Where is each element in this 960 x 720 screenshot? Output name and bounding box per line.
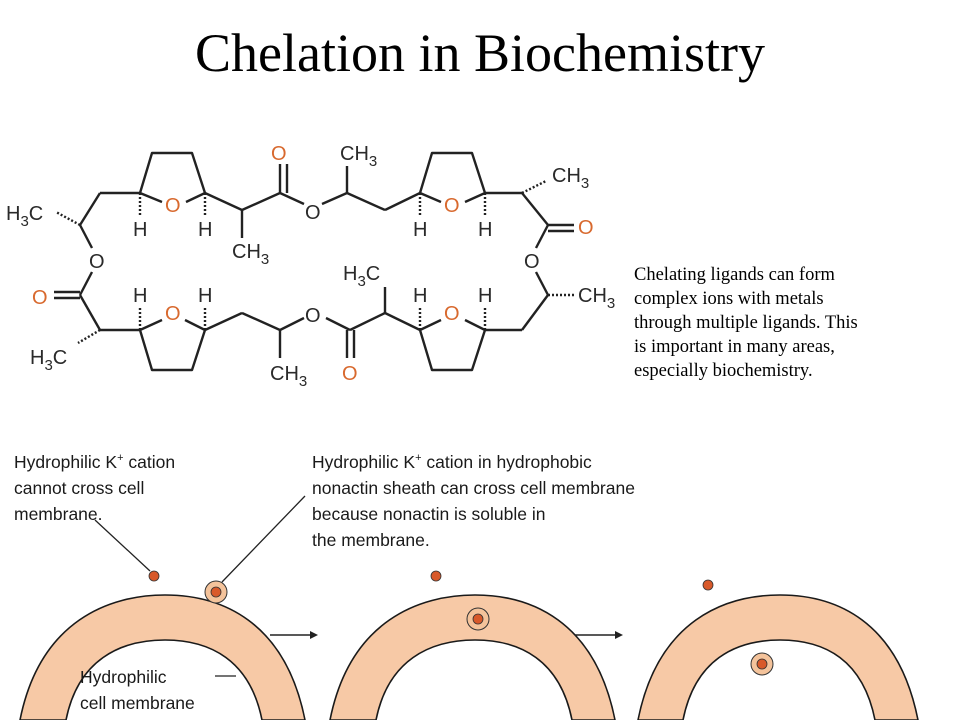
description-text: Chelating ligands can form complex ions … (634, 263, 954, 383)
methyl-group: H3C (30, 347, 67, 374)
methyl-group: CH3 (340, 143, 377, 170)
membrane-panel-3 (637, 579, 919, 720)
methyl-group: CH3 (578, 285, 615, 312)
description-line: is important in many areas, (634, 337, 835, 357)
oxygen-atom: O (165, 303, 181, 325)
methyl-group: CH3 (552, 165, 589, 192)
membrane-label: Hydrophilic cell membrane (80, 667, 195, 713)
membrane-panel-1 (19, 570, 306, 720)
potassium-cation (756, 658, 768, 670)
potassium-cation (430, 570, 442, 582)
methyl-group: CH3 (232, 241, 269, 268)
hydrogen-atom: H (413, 219, 427, 241)
process-arrows (270, 631, 623, 639)
hydrogen-atom: H (133, 219, 147, 241)
carbonyl-oxygen-atom: O (578, 217, 594, 239)
arrow-right-icon (615, 631, 623, 639)
molecule-atoms: O O O O O O O O O O O O H H H H H H H H … (6, 143, 615, 390)
ester-oxygen-atom: O (524, 251, 540, 273)
description-line: through multiple ligands. This (634, 313, 858, 333)
hydrogen-atom: H (198, 219, 212, 241)
methyl-group: H3C (343, 263, 380, 290)
molecule-bonds (54, 151, 574, 372)
caption-left: Hydrophilic K+ cation cannot cross cell … (14, 451, 176, 524)
cell-membrane (19, 594, 306, 720)
arrow-right-icon (310, 631, 318, 639)
ester-oxygen-atom: O (305, 305, 321, 327)
methyl-group: CH3 (270, 363, 307, 390)
carbonyl-oxygen-atom: O (271, 143, 287, 165)
hydrogen-atom: H (478, 219, 492, 241)
potassium-cation (210, 586, 222, 598)
oxygen-atom: O (444, 195, 460, 217)
cell-membrane (637, 594, 919, 720)
hydrogen-atom: H (133, 285, 147, 307)
membrane-panel-2 (329, 570, 616, 720)
potassium-cation (702, 579, 714, 591)
description-line: Chelating ligands can form (634, 265, 835, 285)
cell-membrane (329, 594, 616, 720)
hydrogen-atom: H (478, 285, 492, 307)
ester-oxygen-atom: O (89, 251, 105, 273)
oxygen-atom: O (444, 303, 460, 325)
potassium-cation (472, 613, 484, 625)
carbonyl-oxygen-atom: O (32, 287, 48, 309)
oxygen-atom: O (165, 195, 181, 217)
ester-oxygen-atom: O (305, 202, 321, 224)
caption-right: Hydrophilic K+ cation in hydrophobic non… (312, 451, 635, 550)
leader-lines (94, 495, 306, 677)
page-title: Chelation in Biochemistry (195, 23, 765, 83)
hydrogen-atom: H (413, 285, 427, 307)
description-line: especially biochemistry. (634, 361, 813, 381)
potassium-cation (148, 570, 160, 582)
methyl-group: H3C (6, 203, 43, 230)
hydrogen-atom: H (198, 285, 212, 307)
description-line: complex ions with metals (634, 289, 824, 309)
carbonyl-oxygen-atom: O (342, 363, 358, 385)
